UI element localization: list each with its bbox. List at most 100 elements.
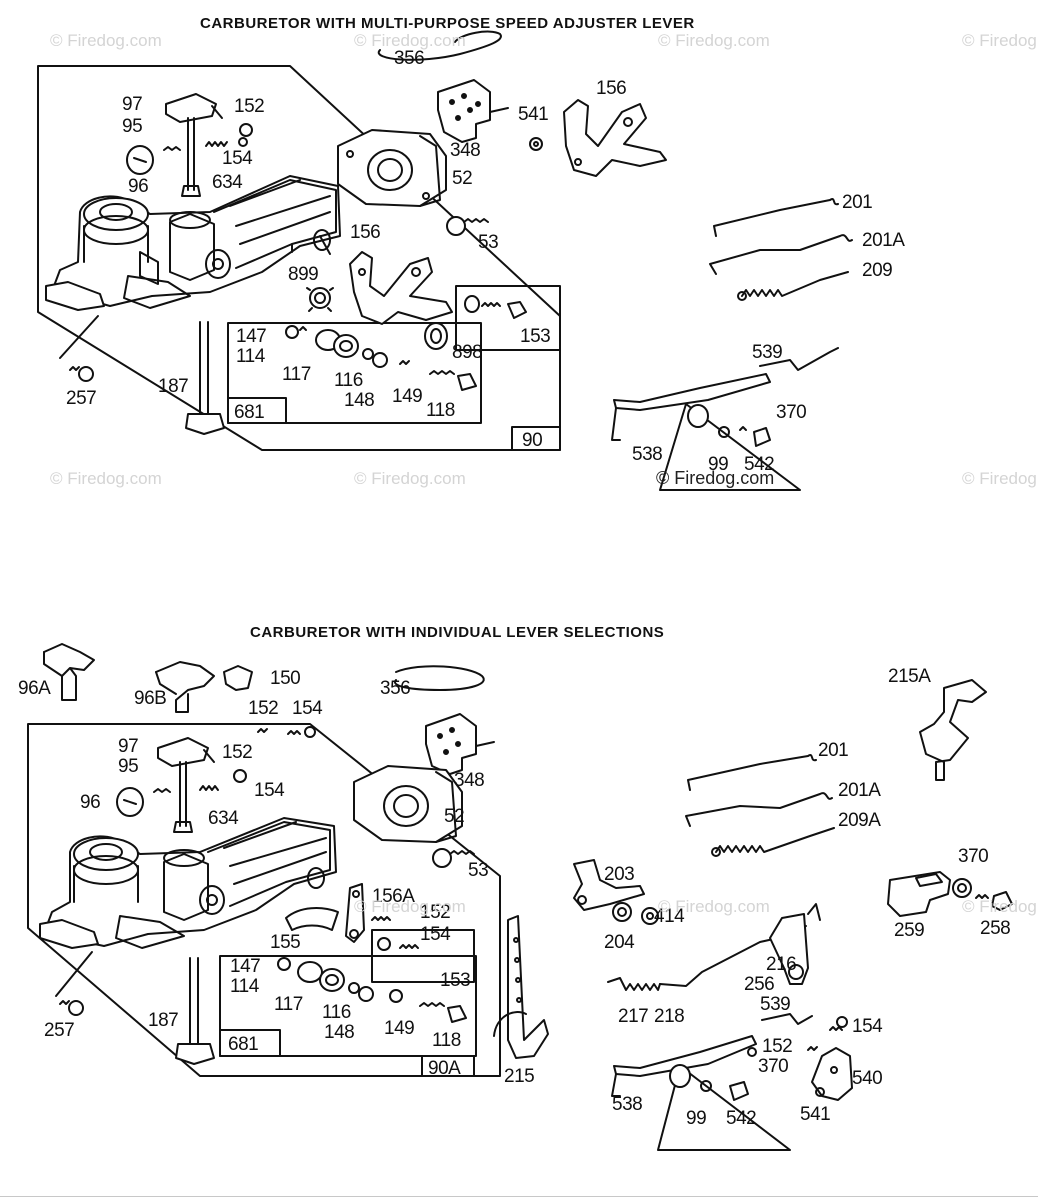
part-label-117: 117 [282, 364, 311, 385]
watermark: © Firedog.com [354, 469, 466, 488]
part-label-201a: 201A [838, 780, 881, 801]
part-label-217: 217 [618, 1006, 648, 1027]
watermark: © Firedog.com [658, 897, 770, 916]
part-label-154-loose: 154 [292, 698, 323, 719]
part-label-209: 209 [862, 260, 892, 281]
part-label-117: 117 [274, 994, 303, 1015]
diagram-1-title: CARBURETOR WITH MULTI-PURPOSE SPEED ADJU… [200, 15, 695, 32]
part-label-370: 370 [776, 402, 806, 423]
part-label-215a: 215A [888, 666, 931, 687]
part-label-257: 257 [66, 388, 96, 409]
part-label-258: 258 [980, 918, 1010, 939]
watermark: © Firedog.com [962, 469, 1038, 488]
part-label-538: 538 [612, 1094, 642, 1115]
part-label-187: 187 [158, 376, 188, 397]
part-label-154: 154 [222, 148, 253, 169]
diagram-2-title: CARBURETOR WITH INDIVIDUAL LEVER SELECTI… [250, 624, 665, 641]
part-label-152: 152 [222, 742, 252, 763]
part-label-156-b: 156 [350, 222, 380, 243]
part-label-898: 898 [452, 342, 482, 363]
part-label-681: 681 [234, 402, 264, 423]
part-label-152-box: 152 [420, 902, 450, 923]
part-label-899: 899 [288, 264, 318, 285]
part-label-95: 95 [118, 756, 138, 777]
bottom-divider [0, 1196, 1038, 1197]
part-label-152-right: 152 [762, 1036, 792, 1057]
part-label-414: 414 [654, 906, 685, 927]
part-label-149: 149 [392, 386, 422, 407]
part-label-96: 96 [80, 792, 100, 813]
part-label-204: 204 [604, 932, 635, 953]
part-label-99: 99 [708, 454, 728, 475]
part-label-154: 154 [254, 780, 285, 801]
part-label-538: 538 [632, 444, 662, 465]
part-label-116: 116 [322, 1002, 351, 1023]
part-label-152-loose: 152 [248, 698, 278, 719]
part-label-156a: 156A [372, 886, 415, 907]
part-label-216: 216 [766, 954, 796, 975]
part-label-540: 540 [852, 1068, 882, 1089]
part-label-53: 53 [478, 232, 498, 253]
part-label-114: 114 [230, 976, 260, 997]
part-label-541: 541 [518, 104, 548, 125]
watermark: © Firedog.com [50, 469, 162, 488]
part-label-155: 155 [270, 932, 300, 953]
part-label-218: 218 [654, 1006, 684, 1027]
part-label-634: 634 [208, 808, 239, 829]
part-label-542: 542 [744, 454, 774, 475]
part-label-356: 356 [380, 678, 410, 699]
watermark: © Firedog.com [50, 31, 162, 50]
part-label-681: 681 [228, 1034, 258, 1055]
part-label-97: 97 [122, 94, 142, 115]
part-label-203: 203 [604, 864, 634, 885]
part-label-201: 201 [842, 192, 872, 213]
part-label-99: 99 [686, 1108, 706, 1129]
part-label-541: 541 [800, 1104, 830, 1125]
part-label-348: 348 [450, 140, 480, 161]
part-label-52: 52 [452, 168, 472, 189]
part-label-215: 215 [504, 1066, 534, 1087]
part-label-154-right: 154 [852, 1016, 883, 1037]
watermarks: © Firedog.com © Firedog.com © Firedog.co… [50, 31, 1038, 916]
part-label-153: 153 [520, 326, 550, 347]
part-label-114: 114 [236, 346, 266, 367]
watermark: © Firedog.com [962, 897, 1038, 916]
watermark-dark: © Firedog.com [656, 468, 774, 488]
part-label-96b: 96B [134, 688, 166, 709]
diagram-1-labels: 356 97 152 95 154 96 634 348 541 156 52 … [66, 48, 906, 475]
part-label-153: 153 [440, 970, 470, 991]
part-label-152: 152 [234, 96, 264, 117]
part-label-53: 53 [468, 860, 488, 881]
diagram-2-labels: 96A 96B 150 152 154 356 348 215A 97 152 … [18, 666, 1011, 1129]
part-label-201: 201 [818, 740, 848, 761]
part-label-356: 356 [394, 48, 424, 69]
part-label-147: 147 [230, 956, 260, 977]
part-label-90: 90 [522, 430, 542, 451]
part-label-259: 259 [894, 920, 924, 941]
part-label-52: 52 [444, 806, 464, 827]
watermark: © Firedog.com [658, 31, 770, 50]
part-label-542: 542 [726, 1108, 756, 1129]
part-label-348: 348 [454, 770, 484, 791]
part-label-256: 256 [744, 974, 774, 995]
part-label-156: 156 [596, 78, 626, 99]
part-label-187: 187 [148, 1010, 178, 1031]
part-label-149: 149 [384, 1018, 414, 1039]
part-label-95: 95 [122, 116, 142, 137]
part-label-209a: 209A [838, 810, 881, 831]
part-label-201a: 201A [862, 230, 905, 251]
part-label-539: 539 [752, 342, 782, 363]
part-label-90a: 90A [428, 1058, 461, 1079]
part-label-118: 118 [426, 400, 455, 421]
part-label-634: 634 [212, 172, 243, 193]
part-label-118: 118 [432, 1030, 461, 1051]
part-label-370-right: 370 [958, 846, 988, 867]
watermark: © Firedog.com [962, 31, 1038, 50]
part-label-148: 148 [324, 1022, 354, 1043]
part-label-147: 147 [236, 326, 266, 347]
part-label-154-box: 154 [420, 924, 451, 945]
watermark: © Firedog.com [354, 897, 466, 916]
part-label-150: 150 [270, 668, 300, 689]
